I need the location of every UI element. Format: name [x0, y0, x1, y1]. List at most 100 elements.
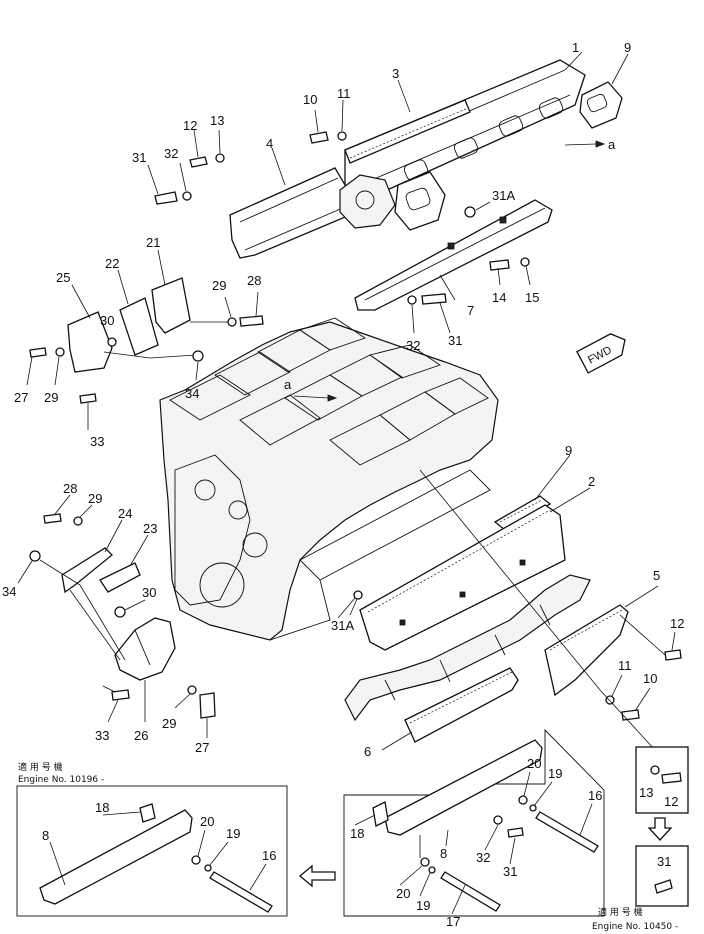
bolt-33-low [102, 685, 130, 723]
callout-20-center: 20 [527, 756, 541, 771]
callout-21: 21 [146, 235, 160, 250]
callout-16-center: 16 [588, 788, 602, 803]
bolt-10-top [309, 109, 329, 144]
callout-26: 26 [134, 728, 148, 743]
washer-29-lower [174, 685, 197, 709]
inset-right-engine: Engine No. 10450 - [592, 922, 678, 932]
washer-11-top [337, 99, 347, 141]
callout-11-right: 11 [618, 658, 632, 673]
arrow-a-top: a [564, 137, 616, 152]
callout-17: 17 [446, 914, 460, 929]
washer-32-top [179, 162, 192, 201]
gasket-9-right [493, 454, 571, 531]
callout-30-low: 30 [142, 585, 156, 600]
box-13-12 [635, 746, 689, 814]
callout-31-top: 31 [132, 150, 146, 165]
callout-32-mid: 32 [406, 338, 420, 353]
callout-27-top: 27 [14, 390, 28, 405]
washer-29-low [73, 504, 93, 526]
view-marker-a-top: a [608, 137, 616, 152]
callout-10-right: 10 [643, 671, 657, 686]
callout-7: 7 [467, 303, 474, 318]
callout-4: 4 [266, 136, 273, 151]
bolt-12 [189, 129, 208, 168]
callout-30-top: 30 [100, 313, 114, 328]
callout-31-mid: 31 [448, 333, 462, 348]
bolt-27-low [199, 692, 216, 738]
inset-center-box [343, 728, 605, 917]
bracket-23 [99, 534, 149, 593]
callout-20-low: 20 [396, 886, 410, 901]
callout-12-box: 12 [664, 794, 678, 809]
callout-29-low: 29 [88, 491, 102, 506]
left-arrow [298, 864, 336, 888]
callout-34-top: 34 [185, 386, 199, 401]
bracket-assembly-leads [103, 321, 232, 359]
callout-18-center: 18 [350, 826, 364, 841]
flange-plate [394, 171, 446, 231]
callout-28-top: 28 [247, 273, 261, 288]
bolt-33-top [79, 393, 97, 430]
box-31: 適 用 号 機 Engine No. 10450 - [592, 845, 689, 932]
washer-32-mid [407, 295, 417, 334]
bracket-25 [67, 284, 113, 373]
callout-8-inset: 8 [42, 828, 49, 843]
bolt-14 [489, 259, 510, 286]
washer-29-top [224, 296, 237, 327]
nut-31A-right [349, 590, 363, 616]
callout-22: 22 [105, 256, 119, 271]
callout-12-top: 12 [183, 118, 197, 133]
callout-33-low: 33 [95, 728, 109, 743]
callout-24: 24 [118, 506, 132, 521]
callout-3: 3 [392, 66, 399, 81]
callout-29-lower: 29 [162, 716, 176, 731]
callout-15: 15 [525, 290, 539, 305]
inset-left-engine: Engine No. 10196 - [18, 775, 104, 785]
bracket-21 [151, 249, 191, 334]
down-arrow-right [647, 817, 673, 841]
callout-13-box: 13 [639, 785, 653, 800]
callout-11-top: 11 [337, 86, 351, 101]
bolt-28-top [239, 291, 264, 327]
callout-33-top: 33 [90, 434, 104, 449]
callout-31A-right: 31A [331, 618, 354, 633]
callout-32-low: 32 [476, 850, 490, 865]
callout-13-top: 13 [210, 113, 224, 128]
manifold-2 [359, 487, 591, 651]
callout-18-inset: 18 [95, 800, 109, 815]
turbo-outlet [339, 174, 396, 229]
callout-19-center: 19 [548, 766, 562, 781]
washer-13 [215, 129, 225, 163]
callout-31-box: 31 [657, 854, 671, 869]
callout-23: 23 [143, 521, 157, 536]
callout-8-center: 8 [440, 846, 447, 861]
nut-31A-top [464, 201, 491, 218]
callout-27-low: 27 [195, 740, 209, 755]
washer-30-top [107, 337, 117, 347]
bolt-28-low [43, 494, 71, 524]
callout-29-left: 29 [44, 390, 58, 405]
bracket-24 [61, 519, 123, 594]
exhaust-pipes [344, 574, 591, 722]
callout-labels: 1 9 3 10 11 12 13 4 31 32 31A 21 22 25 2… [2, 40, 684, 929]
callout-14: 14 [492, 290, 506, 305]
callout-31A-top: 31A [492, 188, 515, 203]
inset-right-note: 適 用 号 機 [598, 906, 643, 918]
callout-31-low: 31 [503, 864, 517, 879]
washer-11-right [605, 674, 623, 705]
callout-32-top: 32 [164, 146, 178, 161]
callout-2: 2 [588, 474, 595, 489]
fwd-tag: FWD [576, 333, 626, 374]
bolt-27-top [26, 347, 47, 386]
nut-34-low [17, 550, 81, 586]
bracket-26 [79, 584, 176, 722]
link-rod [69, 589, 121, 661]
manifold-1 [344, 51, 586, 201]
callout-9-right: 9 [565, 443, 572, 458]
callout-34-low: 34 [2, 584, 16, 599]
callout-20-inset: 20 [200, 814, 214, 829]
callout-1: 1 [572, 40, 579, 55]
washer-30-low [114, 599, 146, 618]
gasket-9-top [579, 53, 629, 129]
